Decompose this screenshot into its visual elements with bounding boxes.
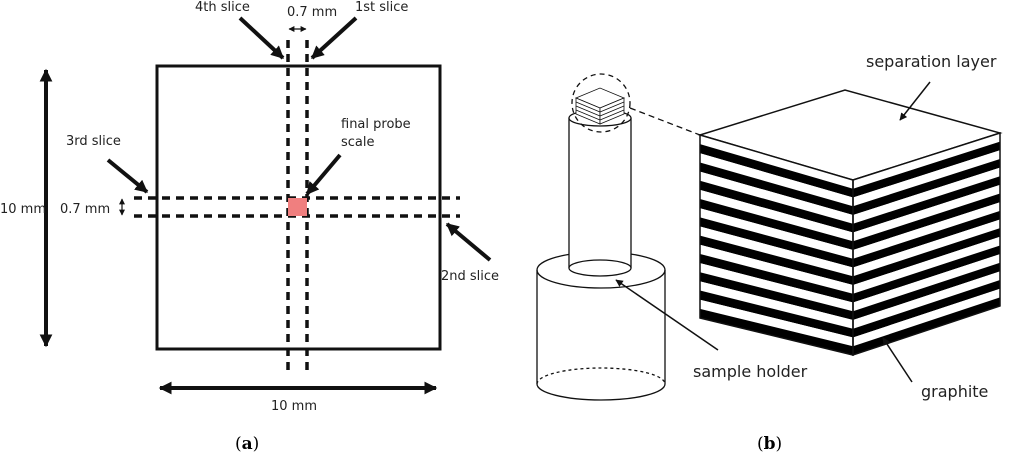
separation-layer-left [700,135,853,189]
label-gap-left: 0.7 mm [60,202,110,217]
separation-layer-left [700,189,853,242]
graphite-layer-right [853,210,1000,268]
label-1st-slice: 1st slice [355,0,408,15]
arrow-slice3 [106,158,149,194]
caption-b: (b) [757,434,782,454]
graphite-layer-left [700,180,853,233]
label-sample-holder: sample holder [693,362,808,381]
graphite-layer-right [853,193,1000,250]
label-3rd-slice: 3rd slice [66,134,121,149]
zoom-circle [571,73,631,133]
graphite-stack [697,89,1003,357]
separation-layer-right [853,271,1000,329]
graphite-layer-left [700,308,853,355]
label-gap-top: 0.7 mm [287,5,337,20]
label-side-length: 10 mm [0,202,46,217]
stack-layers [700,133,1000,355]
graphite-layer-left [700,272,853,320]
sample-square [155,64,442,351]
separation-layer-right [853,167,1000,224]
graphite-layer-left [700,199,853,250]
graphite-layer-left [700,253,853,303]
separation-layer-left [700,153,853,207]
label-graphite: graphite [921,382,988,401]
separation-layer-left [700,171,853,224]
arrow-holder [615,279,719,351]
final-probe-region [288,198,307,216]
small-sample-stack [574,87,626,125]
separation-layer-left [700,226,853,277]
arrow-graphite [882,337,913,383]
graphite-layer-right [853,228,1000,285]
separation-layer-right [853,288,1000,347]
separation-layer-right [853,184,1000,242]
separation-layer-right [853,202,1000,259]
label-bottom-length: 10 mm [271,399,317,414]
arrow-slice4 [238,16,285,60]
holder-rod [568,109,632,277]
separation-layer-left [700,263,853,312]
separation-layer-right [853,133,1000,189]
zoom-leader-line [629,107,701,136]
graphite-layer-right [853,280,1000,338]
arrow-separation [899,81,931,121]
separation-layer-right [853,219,1000,277]
label-4th-slice: 4th slice [195,0,250,15]
graphite-layer-left [700,144,853,198]
label-final-probe-1: final probe [341,117,411,132]
graphite-layer-right [853,158,1000,215]
label-final-probe-2: scale [341,135,375,150]
holder-base-cylinder [536,251,666,401]
graphite-layer-left [700,162,853,215]
separation-layer-left [700,244,853,294]
separation-layer-left [700,208,853,259]
panel-a: 4th slice 0.7 mm 1st slice 3rd slice 10 … [0,0,499,454]
label-separation-layer: separation layer [866,52,997,71]
arrow-slice2 [445,222,492,262]
graphite-layer-right [853,262,1000,320]
separation-layer-right [853,236,1000,294]
arrow-slice1 [310,16,358,60]
graphite-layer-left [700,217,853,268]
panel-b: separation layer sample holder graphite … [536,52,1003,454]
separation-layer-right [853,150,1000,207]
stack-right-outline [852,131,1001,357]
label-2nd-slice: 2nd slice [441,269,499,284]
graphite-layer-right [853,245,1000,303]
separation-layer-left [700,281,853,329]
caption-a: (a) [235,434,259,454]
separation-layer-right [853,254,1000,312]
graphite-layer-right [853,141,1000,198]
graphite-layer-right [853,176,1000,233]
separation-layer-left [700,299,853,347]
graphite-layer-left [700,235,853,285]
graphite-layer-left [700,290,853,338]
arrow-final-probe [305,153,342,196]
